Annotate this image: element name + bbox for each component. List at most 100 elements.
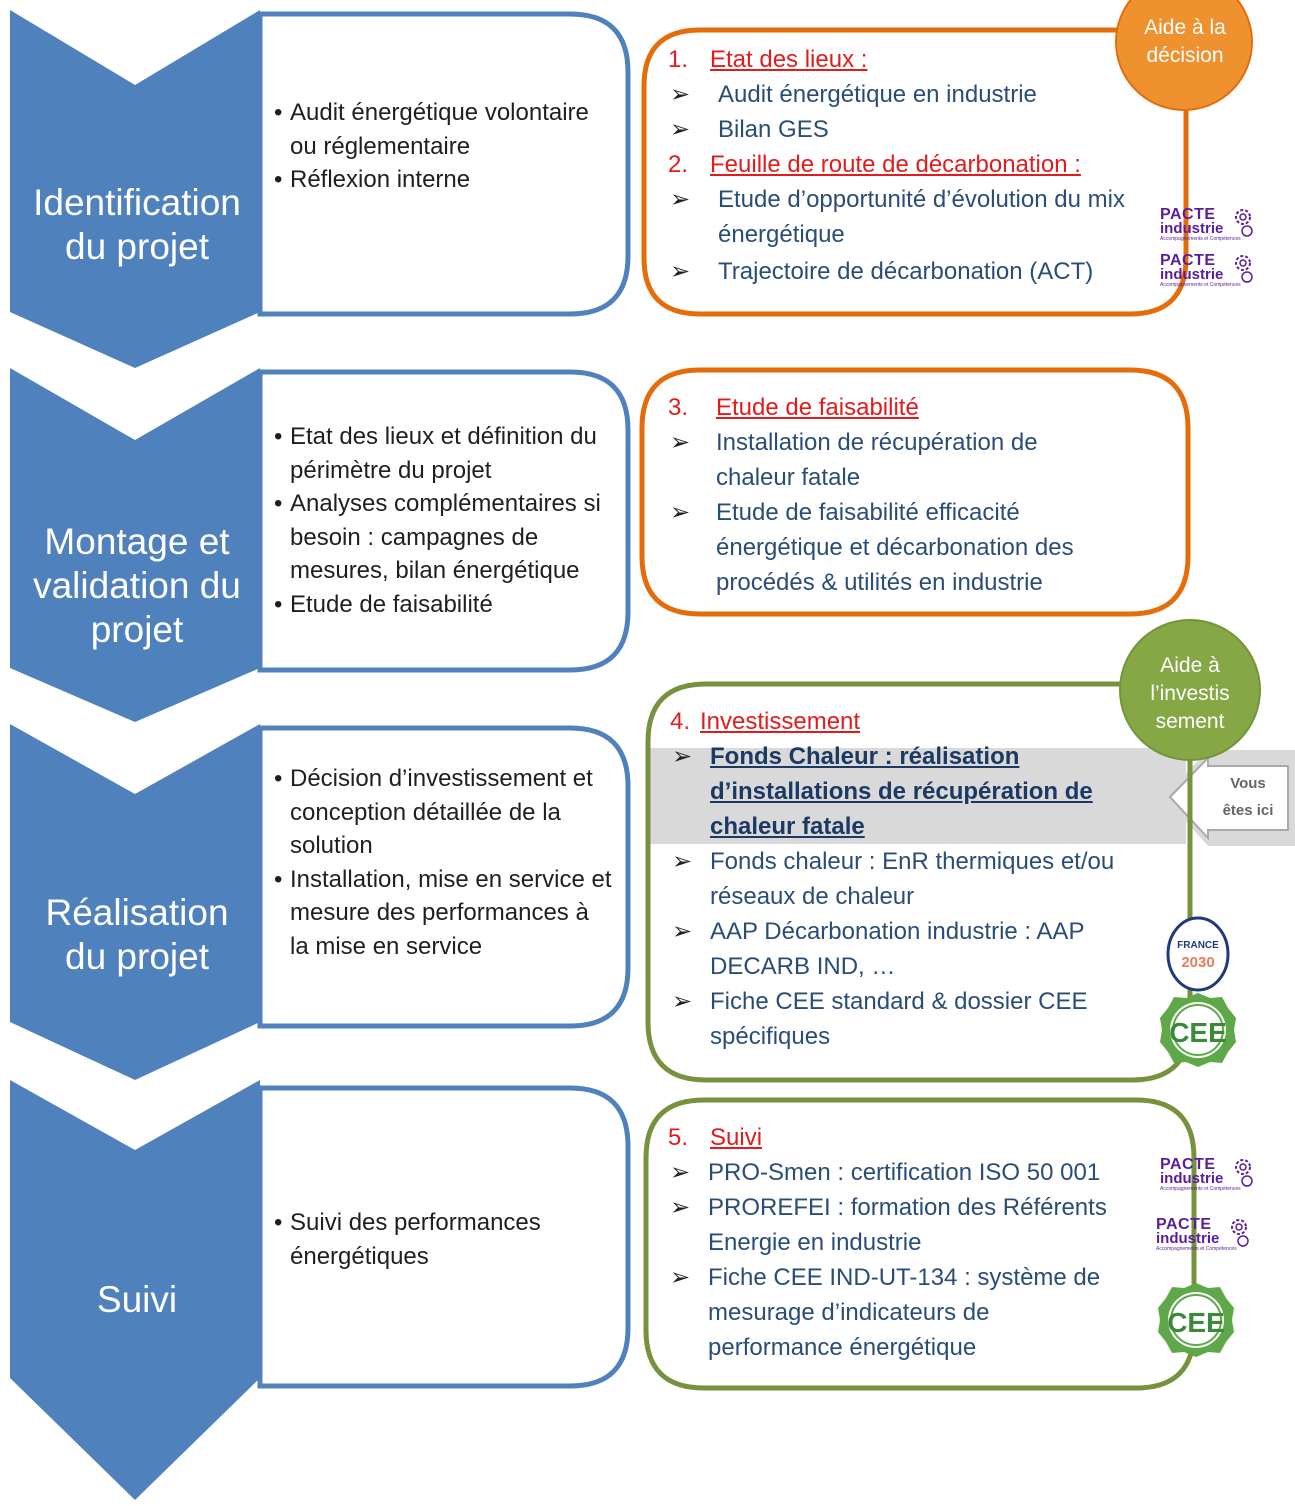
chevron-stage-2 [10,368,260,722]
stage-2-label-line: projet [90,609,184,650]
heading-number: 5. [668,1124,689,1151]
invest-badge: Aide à l’investis sement [1122,648,1258,740]
badge-line: décision [1146,44,1224,67]
panel-item-text: Fonds Chaleur : réalisation d’installati… [710,743,1093,840]
chevron-stage-3 [10,724,260,1080]
stage-3-label: Réalisation du projet [10,880,264,990]
stage-3-label-line: Réalisation [45,892,229,933]
logo-text: PACTE [1160,252,1216,269]
svg-text:CEE: CEE [1169,1017,1227,1048]
highlight-band [646,748,1186,844]
logo-text: Accompagnements et Compétences [1160,236,1241,242]
arrow-bullet-icon: ➢ [670,81,691,108]
pacte-industrie-logo: PACTE industrie Accompagnements et Compé… [1160,252,1260,294]
pacte-industrie-logo: PACTE industrie Accompagnements et Compé… [1160,206,1260,248]
panel-item-text: Etude de faisabilité efficacité énergéti… [716,499,1074,596]
heading-title: Etat des lieux : [710,46,868,73]
panel-item: ➢ Audit énergétique en industrie [668,77,1148,112]
stage-2-label: Montage et validation du projet [10,512,264,660]
logo-text: PACTE [1156,1216,1212,1233]
stage-4-description: Suivi des performances énergétiques [274,1206,594,1273]
panel-item: ➢ Trajectoire de décarbonation (ACT) [668,254,1148,289]
stage-3-description: Décision d’investissement et conception … [274,762,614,963]
stage-1-label: Identification du projet [14,170,260,280]
heading-number: 1. [668,46,689,73]
france-2030-logo: FRANCE 2030 [1166,916,1230,992]
arrow-bullet-icon: ➢ [670,499,691,526]
you-are-here-line: Vous [1230,775,1266,792]
arrow-bullet-icon: ➢ [672,743,693,770]
panel-item: ➢ Installation de récupération de chaleur… [668,425,1118,495]
description-item: Décision d’investissement et conception … [274,762,614,863]
badge-line: Aide à la [1144,16,1226,39]
panel-item-text: PRO-Smen : certification ISO 50 001 [708,1159,1101,1186]
arrow-bullet-icon: ➢ [672,848,693,875]
svg-text:CEE: CEE [1167,1307,1225,1338]
description-item: Audit énergétique volontaire ou réglemen… [274,96,614,163]
heading-title: Investissement [700,708,861,735]
invest-badge-circle [1119,619,1261,761]
panel-item-text: Bilan GES [718,116,829,143]
you-are-here-label: Vous êtes ici [1208,770,1288,824]
gear-icon [1235,255,1253,283]
panel-item-text: Fiche CEE IND-UT-134 : système de mesura… [708,1264,1101,1361]
you-are-here-line: êtes ici [1222,802,1274,819]
panel-item-text: Trajectoire de décarbonation (ACT) [718,258,1094,285]
panel-item-text: Installation de récupération de chaleur … [716,429,1038,491]
panel-item-text: Fiche CEE standard & dossier CEE spécifi… [710,988,1088,1050]
stage-1-label-line: Identification [33,182,241,223]
panel-item: ➢ Fiche CEE standard & dossier CEE spécif… [670,984,1130,1054]
gear-icon [1235,209,1253,237]
logo-text: industrie [1156,1230,1220,1247]
badge-line: l’investis [1150,682,1230,705]
panel-item: ➢ PROREFEI : formation des Référents Ener… [668,1190,1136,1260]
description-item: Réflexion interne [274,163,614,197]
panel-heading: 4.Investissement [670,704,1162,739]
panel-item: ➢ Fiche CEE IND-UT-134 : système de mesur… [668,1260,1128,1365]
panel-4-border [645,681,1193,1083]
panel-item-text: AAP Décarbonation industrie : AAP DECARB… [710,918,1085,980]
arrow-bullet-icon: ➢ [670,116,691,143]
panel-item: ➢ Fonds chaleur : EnR thermiques et/ou ré… [670,844,1162,914]
arrow-bullet-icon: ➢ [670,1159,691,1186]
description-item: Etat des lieux et définition du périmètr… [274,420,620,487]
description-item: Installation, mise en service et mesure … [274,863,614,964]
arrow-bullet-icon: ➢ [670,1264,691,1291]
panel-item-text: Audit énergétique en industrie [718,81,1037,108]
panel-item: ➢ PRO-Smen : certification ISO 50 001 [668,1155,1136,1190]
panel-item-text: PROREFEI : formation des Référents Energ… [708,1194,1107,1256]
heading-number: 3. [668,394,689,421]
stage-3-label-line: du projet [65,936,209,977]
stage-4-label-line: Suivi [96,1279,178,1320]
gear-icon [1231,1219,1249,1247]
logo-text: Accompagnements et Compétences [1160,282,1241,288]
arrow-bullet-icon: ➢ [670,258,691,285]
cee-logo-2: CEE [1158,1283,1234,1357]
stage-2-label-line: Montage et [44,521,230,562]
arrow-bullet-icon: ➢ [670,429,691,456]
description-item: Analyses complémentaires si besoin : cam… [274,487,620,588]
logo-text: industrie [1160,220,1224,237]
logo-text: industrie [1160,1170,1224,1187]
heading-title: Suivi [710,1124,763,1151]
panel-heading: 2.Feuille de route de décarbonation : [668,147,1148,182]
arrow-bullet-icon: ➢ [672,988,693,1015]
panel-item-text: Fonds chaleur : EnR thermiques et/ou rés… [710,848,1115,910]
panel-heading: 5. Suivi [668,1120,1136,1155]
chevron-stage-1 [10,10,260,368]
panel-heading: 1. Etat des lieux : [668,42,1148,77]
svg-text:FRANCE: FRANCE [1177,940,1219,951]
heading-number: 2. [668,151,689,178]
highlighted-item: ➢ Fonds Chaleur : réalisation d’installat… [670,739,1110,844]
arrow-bullet-icon: ➢ [670,1194,691,1221]
panel-etude-faisabilite: 3.Etude de faisabilité ➢ Installation de … [668,390,1118,600]
panel-heading: 3.Etude de faisabilité [668,390,1118,425]
stage-2-description: Etat des lieux et définition du périmètr… [274,420,620,621]
pacte-industrie-logo: PACTE industrie Accompagnements et Compé… [1156,1216,1256,1258]
gear-icon [1235,1159,1253,1187]
panel-suivi: 5. Suivi ➢ PRO-Smen : certification ISO 50… [668,1120,1136,1365]
logo-text: Accompagnements et Compétences [1160,1186,1241,1192]
panel-item: ➢ Etude de faisabilité efficacité énergét… [668,495,1118,600]
panel-item: ➢Etude d’opportunité d’évolution du mix … [668,182,1148,252]
stage-2-label-line: validation du [33,565,241,606]
